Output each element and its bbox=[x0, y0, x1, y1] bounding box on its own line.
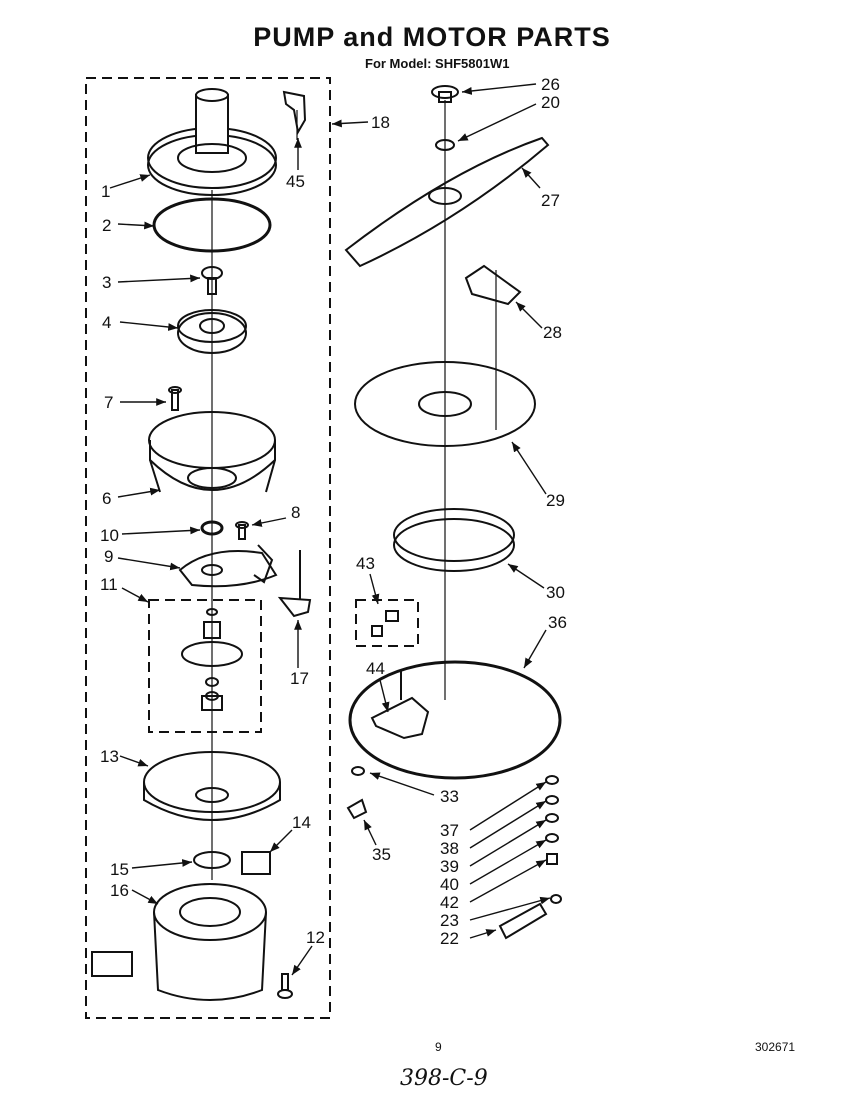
label-part-7: 7 bbox=[104, 393, 113, 412]
label-part-16: 16 bbox=[110, 881, 129, 900]
leader-lines bbox=[109, 83, 551, 976]
label-part-43: 43 bbox=[356, 554, 375, 573]
part-27-spray-arm bbox=[344, 136, 550, 268]
model-subtitle: For Model: SHF5801W1 bbox=[365, 56, 510, 71]
label-part-8: 8 bbox=[291, 503, 300, 522]
part-14-bracket bbox=[241, 851, 271, 875]
part-11-rotor-assembly bbox=[181, 608, 243, 711]
label-part-14: 14 bbox=[292, 813, 311, 832]
part-15-washer bbox=[193, 851, 231, 869]
part-36-heater-loop bbox=[348, 660, 562, 780]
label-part-27: 27 bbox=[541, 191, 560, 210]
label-part-15: 15 bbox=[110, 860, 129, 879]
part-6-pump-base bbox=[148, 411, 276, 493]
label-part-36: 36 bbox=[548, 613, 567, 632]
part-30-seal-ring bbox=[393, 508, 515, 572]
label-part-10: 10 bbox=[100, 526, 119, 545]
label-part-2: 2 bbox=[102, 216, 111, 235]
label-part-28: 28 bbox=[543, 323, 562, 342]
part-17-switch bbox=[277, 550, 312, 618]
part-22-23-thermostat bbox=[498, 894, 562, 940]
page-number: 9 bbox=[435, 1040, 442, 1054]
part-37-42-hardware-stack bbox=[545, 775, 559, 865]
part-10-washer bbox=[200, 520, 224, 536]
part-29-filter-screen bbox=[354, 361, 536, 447]
label-part-6: 6 bbox=[102, 489, 111, 508]
label-part-3: 3 bbox=[102, 273, 111, 292]
label-part-1: 1 bbox=[101, 182, 110, 201]
label-part-35: 35 bbox=[372, 845, 391, 864]
label-part-29: 29 bbox=[546, 491, 565, 510]
label-part-40: 40 bbox=[440, 875, 459, 894]
label-part-12: 12 bbox=[306, 928, 325, 947]
part-35-clip bbox=[346, 798, 368, 820]
part-4-impeller bbox=[177, 309, 247, 354]
label-part-18: 18 bbox=[371, 113, 390, 132]
label-part-13: 13 bbox=[100, 747, 119, 766]
part-12-screw bbox=[277, 973, 293, 999]
part-number-labels: 1 2 3 4 7 6 10 8 9 11 17 13 14 15 16 12 … bbox=[100, 75, 567, 948]
label-part-33: 33 bbox=[440, 787, 459, 806]
part-20-washer bbox=[435, 139, 455, 151]
part-8-screw bbox=[235, 521, 249, 540]
part-44-bracket bbox=[370, 670, 430, 740]
part-2-o-ring bbox=[152, 197, 272, 253]
label-part-11: 11 bbox=[100, 575, 118, 594]
document-number: 302671 bbox=[755, 1040, 796, 1054]
label-part-26: 26 bbox=[541, 75, 560, 94]
label-part-42: 42 bbox=[440, 893, 459, 912]
part-33-washer bbox=[351, 766, 365, 776]
label-part-44: 44 bbox=[366, 659, 385, 678]
part-45-clip bbox=[282, 90, 307, 135]
part-28-deflector bbox=[464, 264, 522, 306]
part-3-nut bbox=[201, 266, 223, 295]
handwritten-note: 398-C-9 bbox=[400, 1066, 488, 1091]
part-26-cap bbox=[431, 85, 459, 103]
label-part-9: 9 bbox=[104, 547, 113, 566]
label-part-37: 37 bbox=[440, 821, 459, 840]
part-43-fasteners bbox=[371, 610, 399, 637]
label-part-22: 22 bbox=[440, 929, 459, 948]
label-part-23: 23 bbox=[440, 911, 459, 930]
label-part-4: 4 bbox=[102, 313, 111, 332]
label-part-30: 30 bbox=[546, 583, 565, 602]
label-part-39: 39 bbox=[440, 857, 459, 876]
label-part-38: 38 bbox=[440, 839, 459, 858]
part-1-pump-housing bbox=[147, 88, 277, 196]
part-9-plate bbox=[178, 544, 278, 588]
page-title: PUMP and MOTOR PARTS bbox=[253, 22, 611, 52]
label-part-17: 17 bbox=[290, 669, 309, 688]
part-7-screw bbox=[168, 386, 182, 411]
label-part-45: 45 bbox=[286, 172, 305, 191]
part-16-motor bbox=[91, 883, 267, 1001]
part-13-motor-cover bbox=[143, 751, 281, 821]
label-part-20: 20 bbox=[541, 93, 560, 112]
pump-assembly-frame bbox=[85, 77, 419, 1019]
